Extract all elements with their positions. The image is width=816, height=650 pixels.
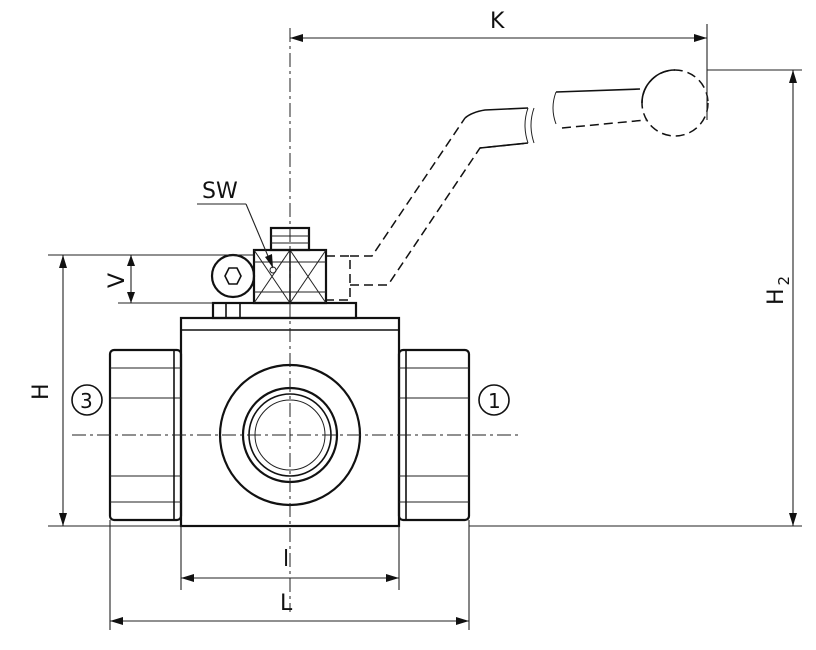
dimension-h2 xyxy=(469,69,802,527)
center-lines xyxy=(72,28,520,612)
dimension-label-sw: SW xyxy=(202,179,238,204)
port-marker-1: 1 xyxy=(478,384,510,416)
lever-handle xyxy=(326,69,709,301)
dimension-label-v: V xyxy=(105,273,130,288)
stem-assembly xyxy=(211,226,358,320)
dimension-k xyxy=(290,24,708,120)
dimension-label-k: K xyxy=(490,9,505,34)
dimension-l-large xyxy=(109,520,470,630)
dimension-label-h: H xyxy=(29,383,54,400)
left-port-fitting xyxy=(108,348,183,522)
dimension-h xyxy=(48,254,254,527)
svg-text:3: 3 xyxy=(80,389,93,413)
dimension-label-l-small: l xyxy=(283,547,289,572)
sw-leader xyxy=(197,203,274,269)
dimension-label-l-large: L xyxy=(280,591,293,616)
svg-text:1: 1 xyxy=(488,389,501,413)
dimension-label-h2: H2 xyxy=(764,276,793,305)
lock-screw xyxy=(210,253,256,299)
dimension-l-small xyxy=(180,526,400,590)
dimension-v xyxy=(118,255,213,304)
port-marker-3: 3 xyxy=(71,384,103,416)
